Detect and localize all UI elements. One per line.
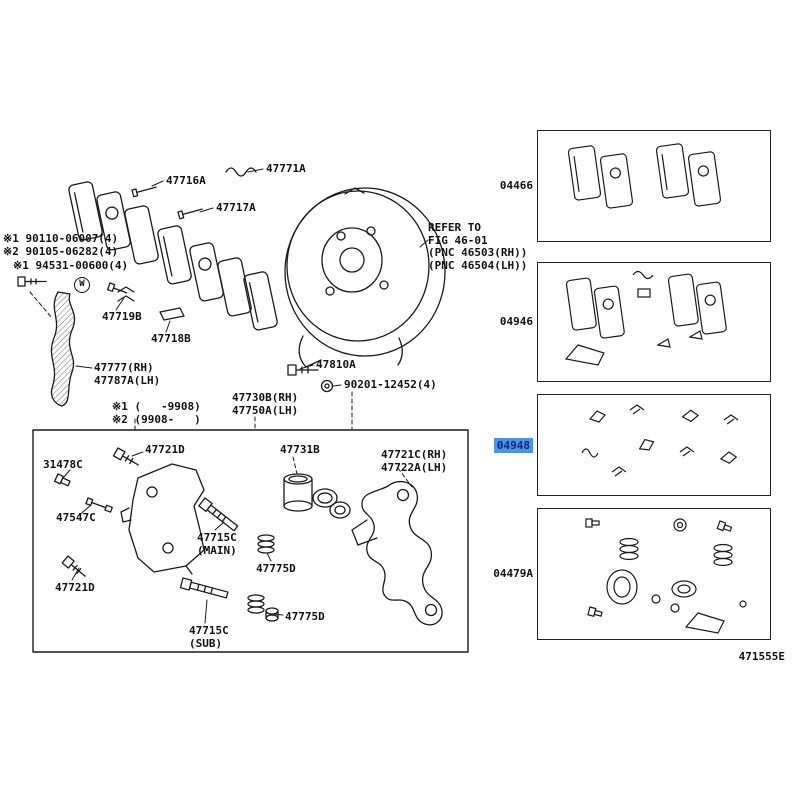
kit-panel-04948 <box>537 394 771 496</box>
backing-plate-drawing <box>284 187 446 368</box>
brake-pads-drawing <box>68 181 278 331</box>
kit-panel-04479A <box>537 508 771 640</box>
caliper-bolts-drawing <box>53 447 239 599</box>
kit-panel-04946 <box>537 262 771 382</box>
kit-04948-drawing <box>581 404 739 477</box>
torque-plate-drawing <box>351 480 443 626</box>
part-code-04479A[interactable]: 04479A <box>493 567 533 580</box>
kit-04479A-drawing <box>585 518 747 634</box>
part-code-04946[interactable]: 04946 <box>499 315 533 328</box>
kit-panel-04466 <box>537 130 771 242</box>
parking-lever-drawing <box>50 291 76 407</box>
caliper-body-drawing <box>120 463 205 575</box>
pins-and-clips-drawing <box>17 167 334 393</box>
drawing-reference-code: 471555E <box>738 650 785 663</box>
kit-04466-drawing <box>567 143 722 209</box>
kit-04946-drawing <box>564 270 727 366</box>
leader-lines-dashed <box>29 291 413 488</box>
caliper-box-frame <box>32 429 469 653</box>
part-code-04948-highlighted[interactable]: 04948 <box>493 438 533 453</box>
part-code-04466[interactable]: 04466 <box>499 179 533 192</box>
boots-drawing <box>247 534 279 622</box>
piston-and-seals-drawing <box>283 473 351 519</box>
